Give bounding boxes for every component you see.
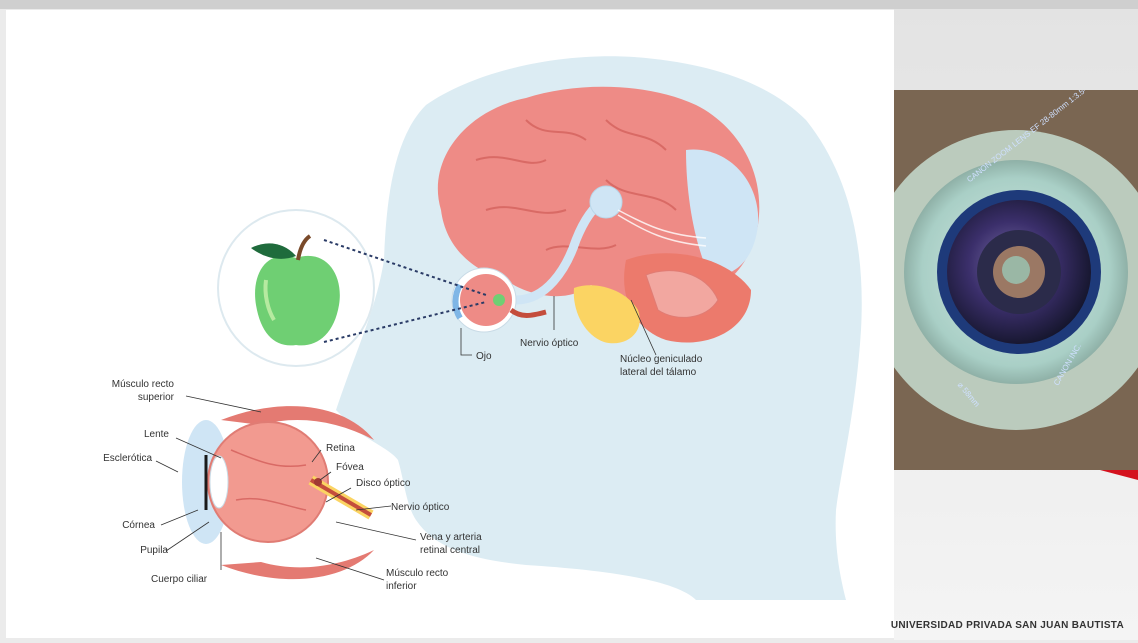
- camera-lens-eye-photo: CANON ZOOM LENS EF 28-80mm 1:3.5-5.6 CAN…: [894, 90, 1138, 470]
- label-musculo-inf-2: inferior: [386, 581, 417, 592]
- label-esclerotica: Esclerótica: [103, 453, 152, 464]
- sight-line-bottom: [323, 301, 487, 343]
- eye-cross-section: [182, 406, 374, 580]
- label-nervio-optico-eye: Nervio óptico: [391, 502, 450, 513]
- label-cornea: Córnea: [122, 520, 155, 531]
- institution-footer: UNIVERSIDAD PRIVADA SAN JUAN BAUTISTA: [890, 620, 1124, 631]
- top-bar: [0, 0, 1138, 9]
- label-disco: Disco óptico: [356, 478, 411, 489]
- label-vena-1: Vena y arteria: [420, 532, 482, 543]
- label-nucleo-2: lateral del tálamo: [620, 367, 697, 378]
- red-accent: [1100, 470, 1138, 480]
- label-vena-2: retinal central: [420, 545, 480, 556]
- apple: [217, 209, 375, 367]
- thalamus: [589, 185, 623, 219]
- label-pupila: Pupila: [140, 545, 168, 556]
- label-musculo-inf-1: Músculo recto: [386, 568, 449, 579]
- label-musculo-sup-1: Músculo recto: [112, 379, 175, 390]
- label-cuerpo: Cuerpo ciliar: [151, 574, 208, 585]
- label-musculo-sup-2: superior: [138, 392, 175, 403]
- visual-pathway-diagram: Ojo Nervio óptico Núcleo geniculado late…: [103, 56, 862, 601]
- small-eye: [451, 267, 547, 333]
- label-nervio-optico-top: Nervio óptico: [520, 338, 579, 349]
- diagram-panel: Ojo Nervio óptico Núcleo geniculado late…: [6, 10, 894, 638]
- label-lente: Lente: [144, 429, 169, 440]
- sight-line-top: [323, 239, 487, 296]
- label-ojo: Ojo: [476, 351, 492, 362]
- label-fovea: Fóvea: [336, 462, 364, 473]
- label-nucleo-1: Núcleo geniculado: [620, 354, 703, 365]
- label-retina: Retina: [326, 443, 355, 454]
